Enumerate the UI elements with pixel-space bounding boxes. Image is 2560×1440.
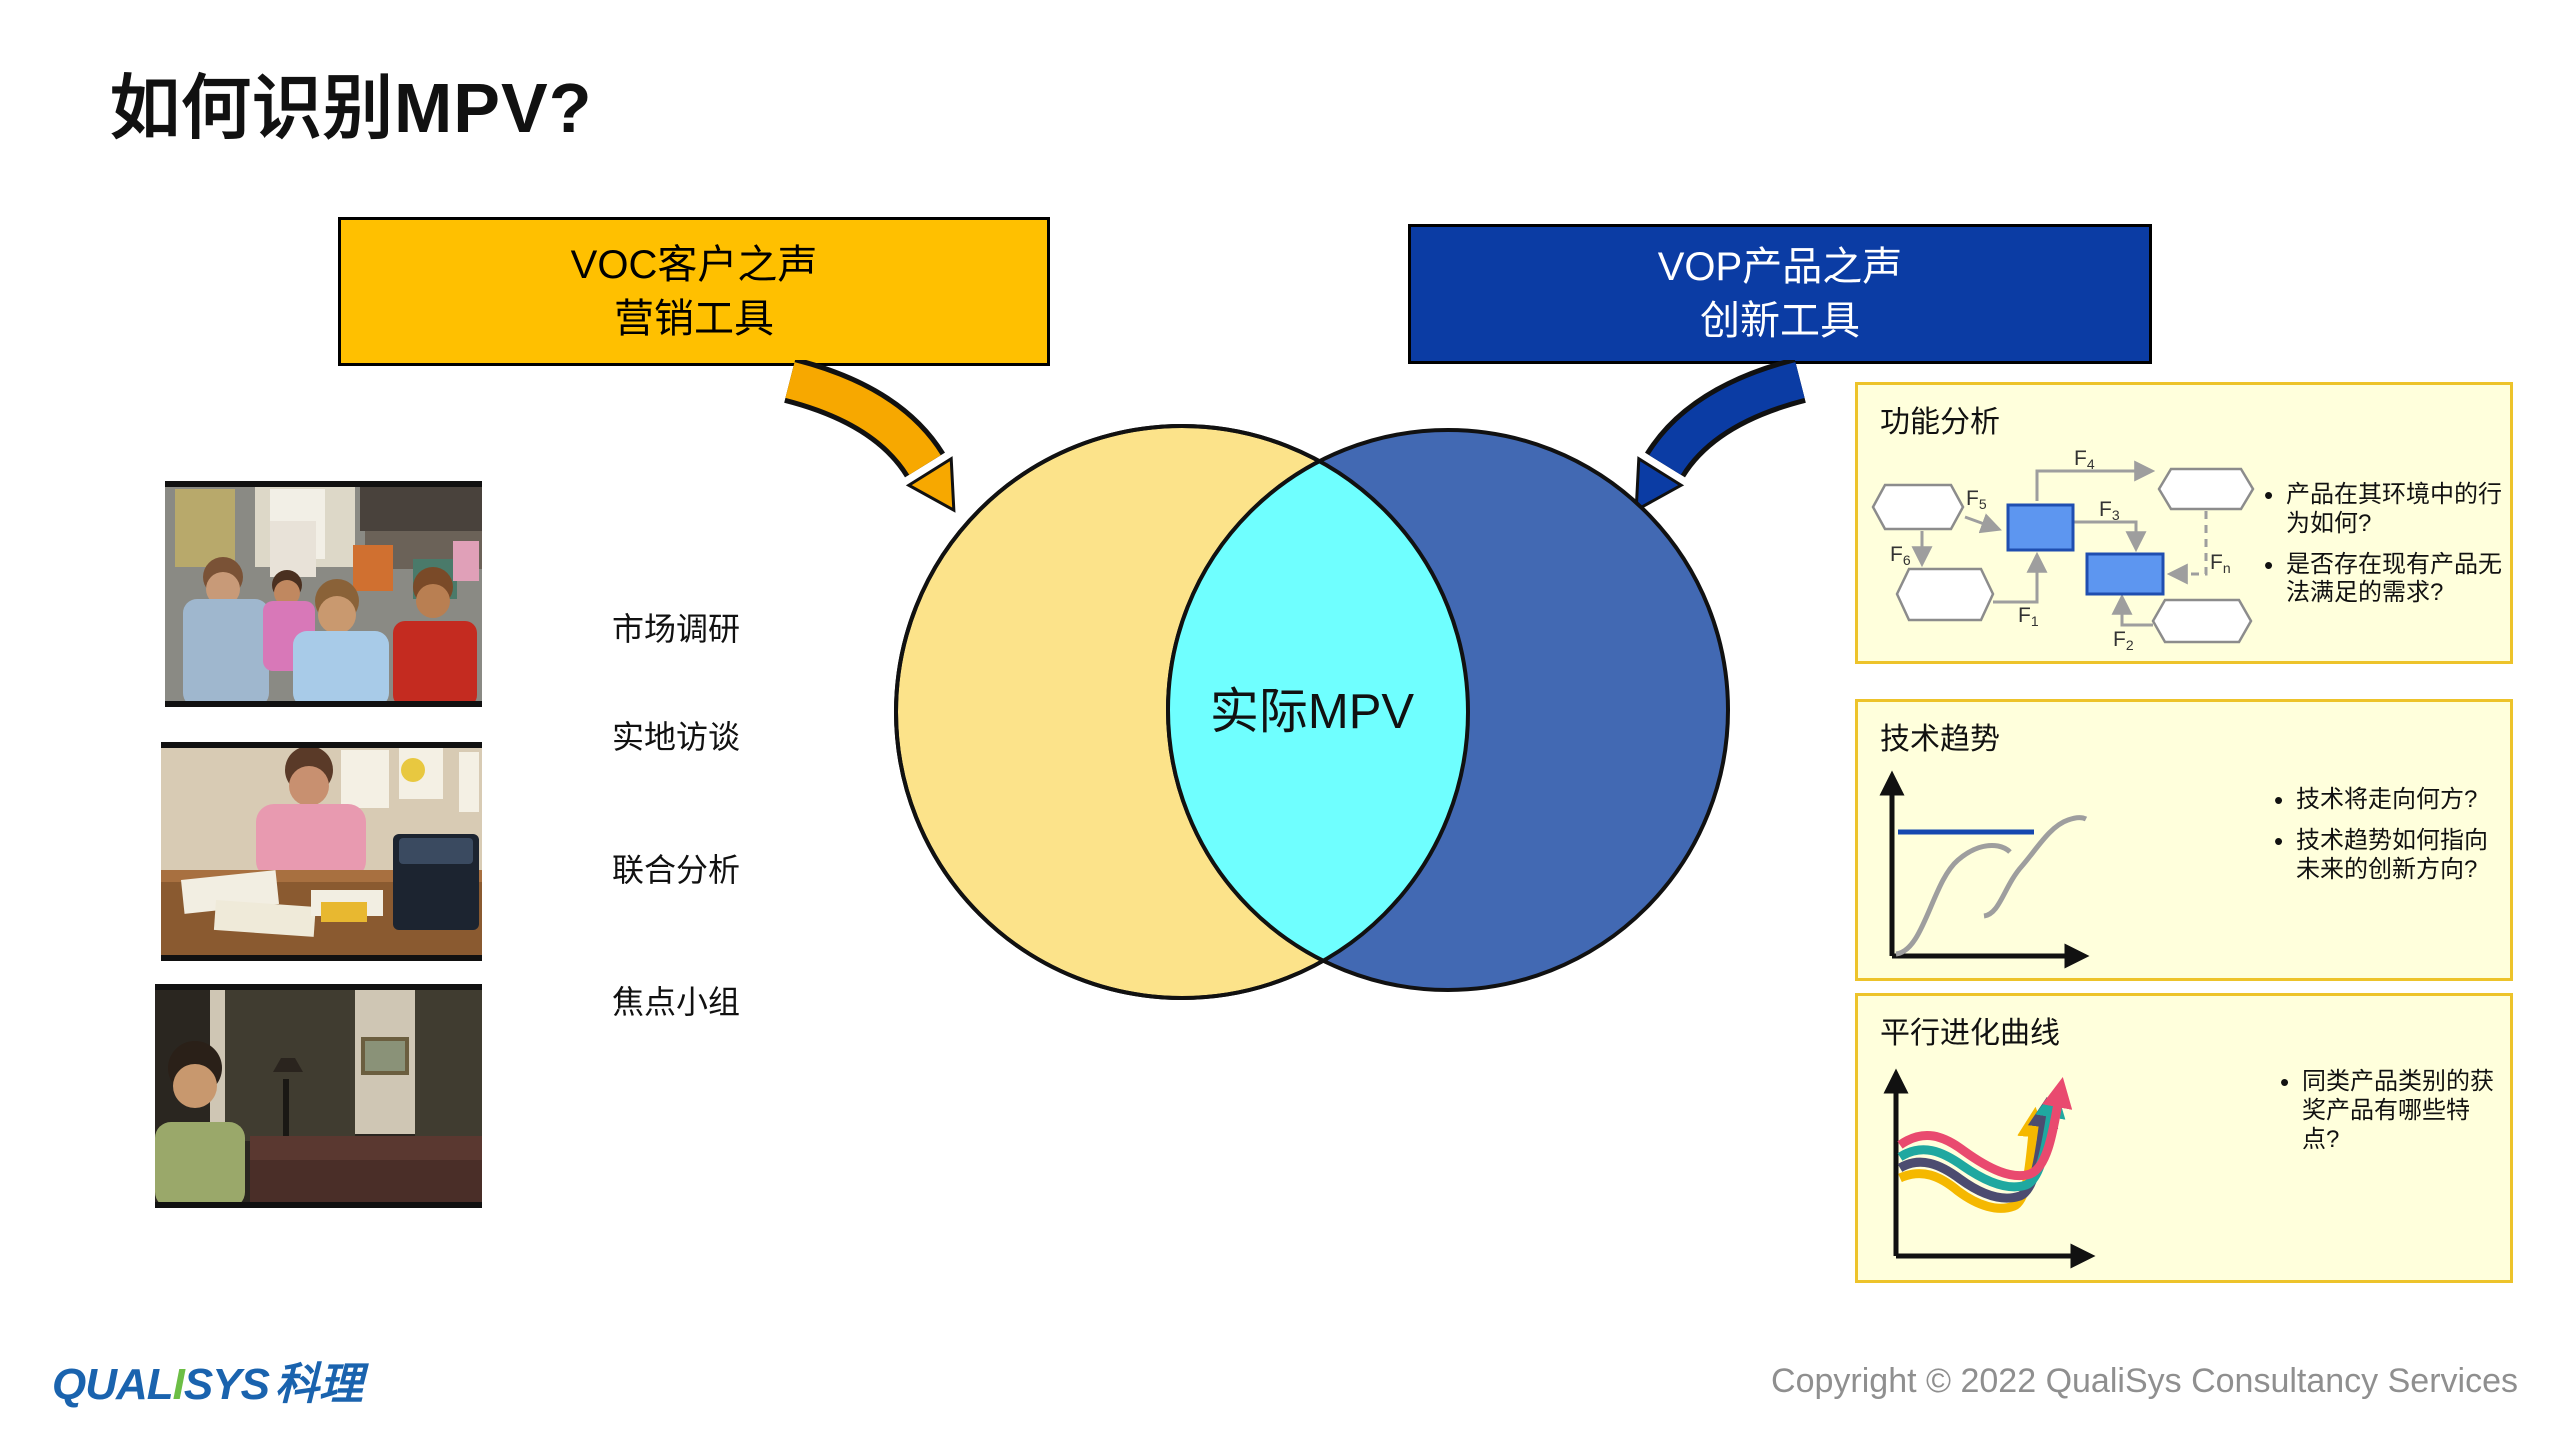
venn-center-label: 实际MPV — [1210, 685, 1415, 739]
bullet-item: 技术将走向何方? — [2272, 785, 2492, 816]
function-block-2 — [2085, 552, 2165, 596]
s-curve-1 — [1895, 843, 2012, 957]
method-label-focus-group: 焦点小组 — [611, 984, 740, 1020]
method-label-conjoint-analysis: 联合分析 — [611, 852, 740, 888]
label-f4: F4 — [2074, 447, 2095, 472]
panel-function-analysis: 功能分析 — [1855, 382, 2513, 664]
label-f5: F5 — [1966, 487, 1987, 512]
label-f1: F1 — [2018, 604, 2039, 629]
method-label-market-research: 市场调研 — [611, 611, 740, 647]
panel-parallel-evolution: 平行进化曲线 — [1855, 993, 2513, 1283]
voc-box-line2: 营销工具 — [614, 296, 774, 341]
vop-box-line2: 创新工具 — [1700, 299, 1860, 343]
function-model-diagram: F5 F6 F1 F4 F3 Fn F2 — [1871, 447, 2255, 653]
method-label-field-interview: 实地访谈 — [611, 719, 740, 755]
voc-box: VOC客户之声 营销工具 — [338, 217, 1050, 366]
page-title: 如何识别MPV? — [110, 69, 593, 147]
venn-diagram: 实际MPV — [760, 357, 1830, 1020]
function-labels: F5 F6 F1 F4 F3 Fn F2 — [1890, 447, 2231, 653]
classroom-children-image — [165, 481, 482, 707]
function-blocks — [2006, 503, 2165, 596]
panel-tech-trends-title: 技术趋势 — [1880, 723, 2000, 756]
evolution-curve-pink — [1897, 1076, 2073, 1181]
hexagon-top-right — [2157, 467, 2255, 511]
bullet-item: 同类产品类别的获奖产品有哪些特点? — [2278, 1067, 2498, 1154]
home-interview-image — [155, 984, 482, 1208]
vop-box-line1: VOP产品之声 — [1657, 245, 1903, 289]
hexagon-bottom-left — [1895, 567, 1995, 622]
function-block-1 — [2006, 503, 2075, 552]
panel-function-analysis-title: 功能分析 — [1880, 406, 2000, 439]
label-f2: F2 — [2113, 628, 2134, 653]
label-fn: Fn — [2210, 551, 2231, 576]
axes — [1883, 1068, 2096, 1269]
s-curve-2 — [1983, 815, 2088, 919]
venn-svg: 实际MPV — [783, 357, 1807, 1000]
label-f3: F3 — [2099, 498, 2120, 523]
logo-text-sys: SYS — [183, 1360, 270, 1409]
focus-group-photo — [155, 984, 482, 1208]
bullet-item: 是否存在现有产品无法满足的需求? — [2262, 550, 2504, 609]
evolution-curves-chart — [1883, 1068, 2096, 1269]
panel-parallel-evolution-title: 平行进化曲线 — [1880, 1017, 2060, 1050]
tech-trends-bullets: 技术将走向何方? 技术趋势如何指向未来的创新方向? — [2272, 785, 2492, 896]
bullet-item: 技术趋势如何指向未来的创新方向? — [2272, 826, 2492, 885]
label-f6: F6 — [1890, 543, 1911, 568]
field-interview-photo — [161, 742, 482, 961]
axes — [1879, 770, 2090, 969]
logo-text-cn: 科理 — [274, 1360, 363, 1409]
hexagon-bottom-right — [2151, 598, 2253, 644]
function-analysis-bullets: 产品在其环境中的行为如何? 是否存在现有产品无法满足的需求? — [2262, 480, 2504, 620]
logo-text-i: I — [172, 1360, 185, 1409]
interview-woman-image — [161, 742, 482, 961]
s-curve-chart — [1879, 770, 2090, 969]
voc-box-line1: VOC客户之声 — [570, 242, 818, 287]
venn-circle-voc-outline — [894, 424, 1470, 1000]
vop-arrow-icon — [1634, 357, 1807, 513]
function-links — [1911, 460, 2208, 627]
hexagon-top-left — [1871, 483, 1965, 531]
market-research-photo — [165, 481, 482, 707]
panel-tech-trends: 技术趋势 技术将走向何方? 技术趋势如何指向未来的创新方向? — [1855, 699, 2513, 981]
voc-arrow-icon — [783, 357, 956, 513]
vop-box: VOP产品之声 创新工具 — [1408, 224, 2152, 364]
bullet-item: 产品在其环境中的行为如何? — [2262, 480, 2504, 539]
parallel-evolution-bullets: 同类产品类别的获奖产品有哪些特点? — [2278, 1067, 2498, 1166]
function-hexagons — [1871, 467, 2255, 644]
copyright-text: Copyright © 2022 QualiSys Consultancy Se… — [1771, 1362, 2518, 1400]
logo-text-qual: QUAL — [52, 1360, 174, 1409]
